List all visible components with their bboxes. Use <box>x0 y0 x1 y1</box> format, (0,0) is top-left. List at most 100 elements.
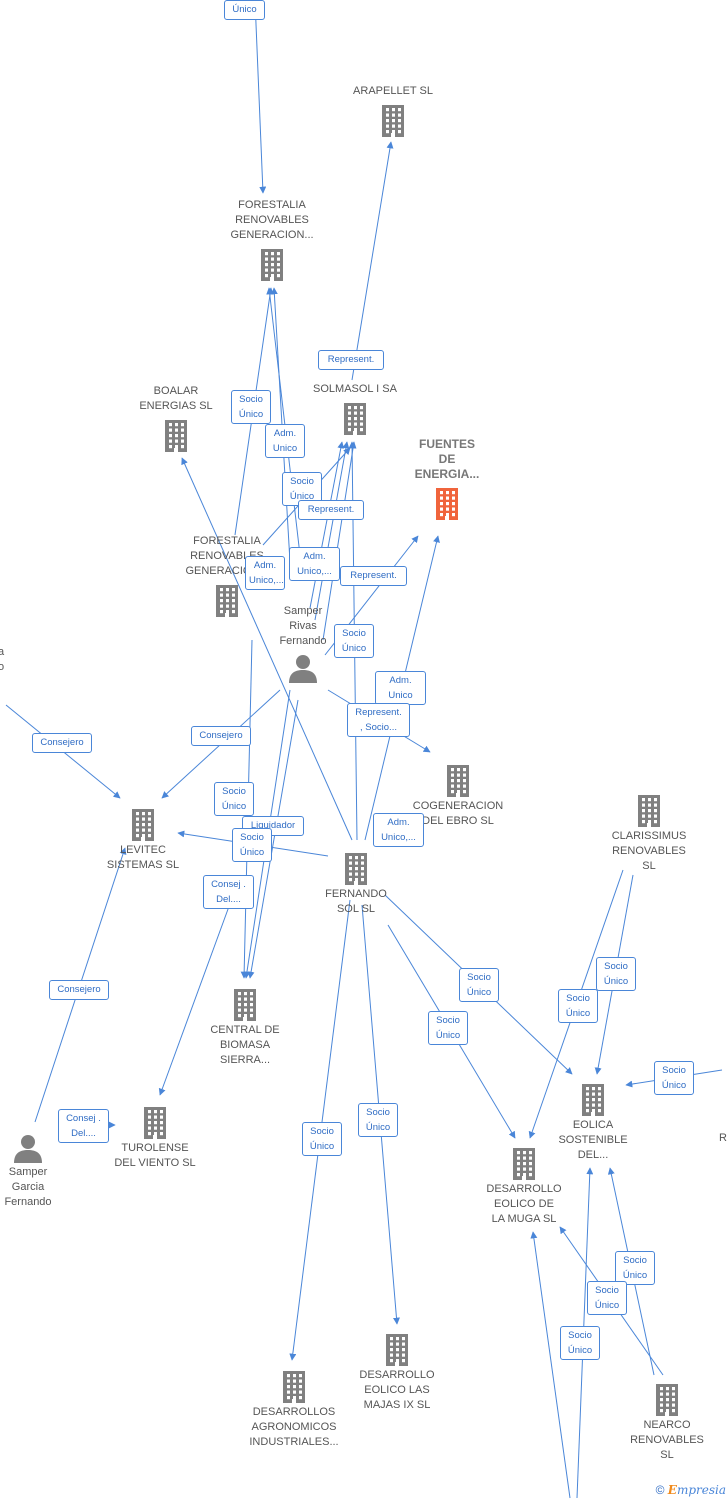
node-samper-rivas[interactable]: Samper Rivas Fernando <box>248 604 358 683</box>
person-icon <box>14 1135 42 1163</box>
node-label: EOLICA SOSTENIBLE DEL... <box>558 1119 628 1161</box>
node-label: SOLMASOL I SA <box>313 383 397 395</box>
node-fuentes[interactable]: FUENTES DE ENERGIA... <box>392 437 502 520</box>
relation-label[interactable]: Socio Único <box>558 989 598 1023</box>
person-icon <box>289 655 317 683</box>
footer: © Empresia <box>656 1483 726 1497</box>
relation-edge <box>266 287 301 556</box>
building-icon <box>261 249 283 281</box>
building-icon <box>386 1334 408 1366</box>
node-samper-garcia[interactable]: Samper Garcia Fernando <box>0 1133 83 1210</box>
relation-label[interactable]: Adm. Unico <box>265 424 305 458</box>
relation-label[interactable]: Consejero <box>32 733 92 753</box>
building-icon <box>344 403 366 435</box>
relation-label[interactable]: Represent. <box>340 566 407 586</box>
node-turolense[interactable]: TUROLENSE DEL VIENTO SL <box>100 1105 210 1171</box>
building-icon <box>283 1371 305 1403</box>
relation-label[interactable]: Consejero <box>191 726 251 746</box>
building-icon <box>345 853 367 885</box>
node-agronomicos[interactable]: DESARROLLOS AGRONOMICOS INDUSTRIALES... <box>239 1369 349 1450</box>
building-icon <box>436 488 458 520</box>
node-label: NEARCO RENOVABLES SL <box>630 1419 704 1461</box>
node-label: LEVITEC SISTEMAS SL <box>106 844 180 871</box>
node-clarissimus[interactable]: CLARISSIMUS RENOVABLES SL <box>594 793 704 874</box>
relation-label[interactable]: Socio Único <box>587 1281 627 1315</box>
building-icon <box>144 1107 166 1139</box>
relation-label[interactable]: Socio Único <box>334 624 374 658</box>
node-label: Samper Garcia Fernando <box>4 1166 52 1208</box>
relation-edge <box>322 441 357 641</box>
node-label: DESARROLLO EOLICO DE LA MUGA SL <box>486 1183 562 1225</box>
relation-edge <box>530 1231 571 1499</box>
relation-label[interactable]: Socio Único <box>596 957 636 991</box>
relation-label[interactable]: Socio Único <box>428 1011 468 1045</box>
node-fernando-sol[interactable]: FERNANDO SOL SL <box>301 851 411 917</box>
node-label: FERNANDO SOL SL <box>325 888 387 915</box>
relation-label[interactable]: Socio Único <box>214 782 254 816</box>
relation-label[interactable]: Socio Único <box>231 390 271 424</box>
node-label: CLARISSIMUS RENOVABLES SL <box>611 830 687 872</box>
relation-edge <box>158 889 236 1096</box>
brand-logo-text: mpresia <box>676 1483 726 1497</box>
relation-label[interactable]: Adm. Unico,... <box>245 556 285 590</box>
building-icon <box>582 1084 604 1116</box>
node-label: ARAPELLET SL <box>353 85 433 97</box>
node-boalar[interactable]: BOALAR ENERGIAS SL <box>121 384 231 452</box>
relation-label[interactable]: Consej . Del.... <box>203 875 254 909</box>
relation-label[interactable]: Adm. Unico,... <box>373 813 424 847</box>
node-levitec[interactable]: LEVITEC SISTEMAS SL <box>88 807 198 873</box>
node-label: TUROLENSE DEL VIENTO SL <box>114 1142 196 1169</box>
node-partial-right[interactable]: R <box>717 1131 728 1146</box>
node-label: CENTRAL DE BIOMASA SIERRA... <box>210 1024 280 1066</box>
building-icon <box>216 585 238 617</box>
relation-edge <box>309 441 345 609</box>
relation-label[interactable]: Socio Único <box>560 1326 600 1360</box>
relation-label[interactable]: Socio Único <box>654 1061 694 1095</box>
node-label: DESARROLLOS AGRONOMICOS INDUSTRIALES... <box>249 1406 339 1448</box>
building-icon <box>513 1148 535 1180</box>
node-central[interactable]: CENTRAL DE BIOMASA SIERRA... <box>190 987 300 1068</box>
building-icon <box>165 420 187 452</box>
node-partial-left[interactable]: a o <box>0 645 7 675</box>
node-cogeneracion[interactable]: COGENERACION DEL EBRO SL <box>403 763 513 829</box>
relation-edge <box>254 0 267 194</box>
relation-edge <box>314 441 350 621</box>
relation-label[interactable]: Único <box>224 0 265 20</box>
relation-label[interactable]: Socio Único <box>358 1103 398 1137</box>
building-icon <box>447 765 469 797</box>
relation-edge <box>351 141 394 381</box>
relation-label[interactable]: Consejero <box>49 980 109 1000</box>
node-label: DESARROLLO EOLICO LAS MAJAS IX SL <box>359 1369 435 1411</box>
node-muga[interactable]: DESARROLLO EOLICO DE LA MUGA SL <box>469 1146 579 1227</box>
relation-label[interactable]: Represent. <box>318 350 384 370</box>
relation-label[interactable]: Represent. , Socio... <box>347 703 410 737</box>
node-majas[interactable]: DESARROLLO EOLICO LAS MAJAS IX SL <box>342 1332 452 1413</box>
node-forestalia1[interactable]: FORESTALIA RENOVABLES GENERACION... <box>217 198 327 281</box>
node-label: a o <box>0 646 5 673</box>
copyright-symbol: © <box>655 1483 665 1497</box>
node-label: BOALAR ENERGIAS SL <box>139 385 213 412</box>
relation-edge <box>181 457 353 841</box>
building-icon <box>382 105 404 137</box>
relation-label[interactable]: Adm. Unico,... <box>289 547 340 581</box>
node-eolica[interactable]: EOLICA SOSTENIBLE DEL... <box>538 1082 648 1163</box>
relation-label[interactable]: Socio Único <box>302 1122 342 1156</box>
brand-logo[interactable]: Empresia <box>668 1483 726 1497</box>
building-icon <box>656 1384 678 1416</box>
node-nearco[interactable]: NEARCO RENOVABLES SL <box>612 1382 722 1463</box>
building-icon <box>132 809 154 841</box>
node-arapellet[interactable]: ARAPELLET SL <box>338 84 448 137</box>
relation-label[interactable]: Socio Único <box>232 828 272 862</box>
relation-label[interactable]: Represent. <box>298 500 364 520</box>
building-icon <box>234 989 256 1021</box>
relation-edge <box>247 699 299 979</box>
node-solmasol[interactable]: SOLMASOL I SA <box>300 382 410 435</box>
relation-label[interactable]: Socio Único <box>459 968 499 1002</box>
node-label: Samper Rivas Fernando <box>279 605 327 647</box>
relation-label[interactable]: Adm. Unico <box>375 671 426 705</box>
building-icon <box>638 795 660 827</box>
node-label: COGENERACION DEL EBRO SL <box>412 800 504 827</box>
relation-label[interactable]: Socio Único <box>615 1251 655 1285</box>
node-label: FORESTALIA RENOVABLES GENERACION... <box>230 199 314 241</box>
relation-label[interactable]: Consej . Del.... <box>58 1109 109 1143</box>
